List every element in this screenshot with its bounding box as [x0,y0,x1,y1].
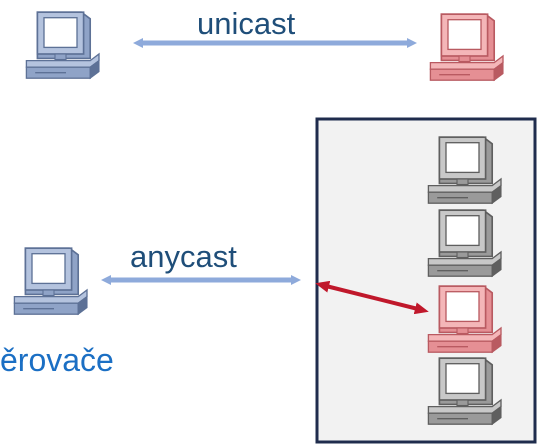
anycast-source-computer-icon [14,248,87,315]
unicast-source-computer-icon [26,12,99,79]
group-computer-2-icon [428,210,501,277]
unicast-label: unicast [197,6,296,41]
side-text-fragment: ěrovače [0,342,114,378]
unicast-destination-computer-icon [430,14,503,81]
anycast-label: anycast [130,239,237,274]
anycast-selected-route-arrow [315,280,429,315]
group-computer-selected-icon [428,286,501,353]
group-computer-1-icon [428,137,501,204]
server-group-box [315,117,537,444]
group-computer-4-icon [428,358,501,425]
